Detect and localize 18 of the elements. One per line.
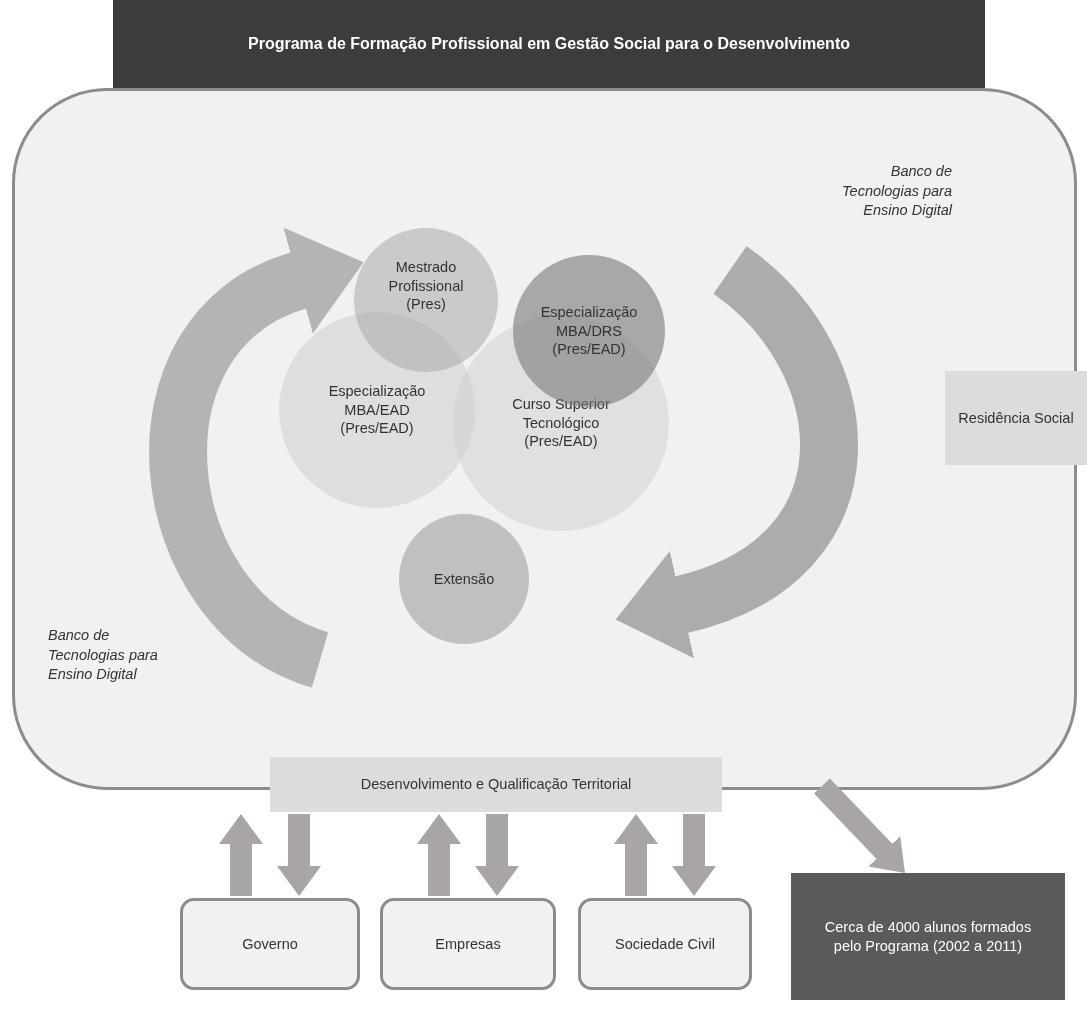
arrow [219,814,263,896]
arrow [614,814,658,896]
course-circle: Extensão [399,514,529,644]
stakeholder-box: Governo [180,898,360,990]
stakeholder-box: Empresas [380,898,556,990]
arrow [277,814,321,896]
arrow [814,778,905,873]
stakeholder-box: Sociedade Civil [578,898,752,990]
arrow [475,814,519,896]
course-circle: Mestrado Profissional (Pres) [354,228,498,372]
note-text: Banco de Tecnologias para Ensino Digital [48,626,159,685]
heading-banner: Programa de Formação Profissional em Gestão Social para o Desenvolvimento [113,0,985,88]
result-box: Cerca de 4000 alunos formados pelo Programa (2002 a 2011) [791,873,1065,1000]
side-box: Residência Social [945,371,1087,465]
arrow [417,814,461,896]
note-text: Banco de Tecnologias para Ensino Digital [841,162,952,221]
banner-bar: Desenvolvimento e Qualificação Territorial [270,757,722,812]
arrow [672,814,716,896]
